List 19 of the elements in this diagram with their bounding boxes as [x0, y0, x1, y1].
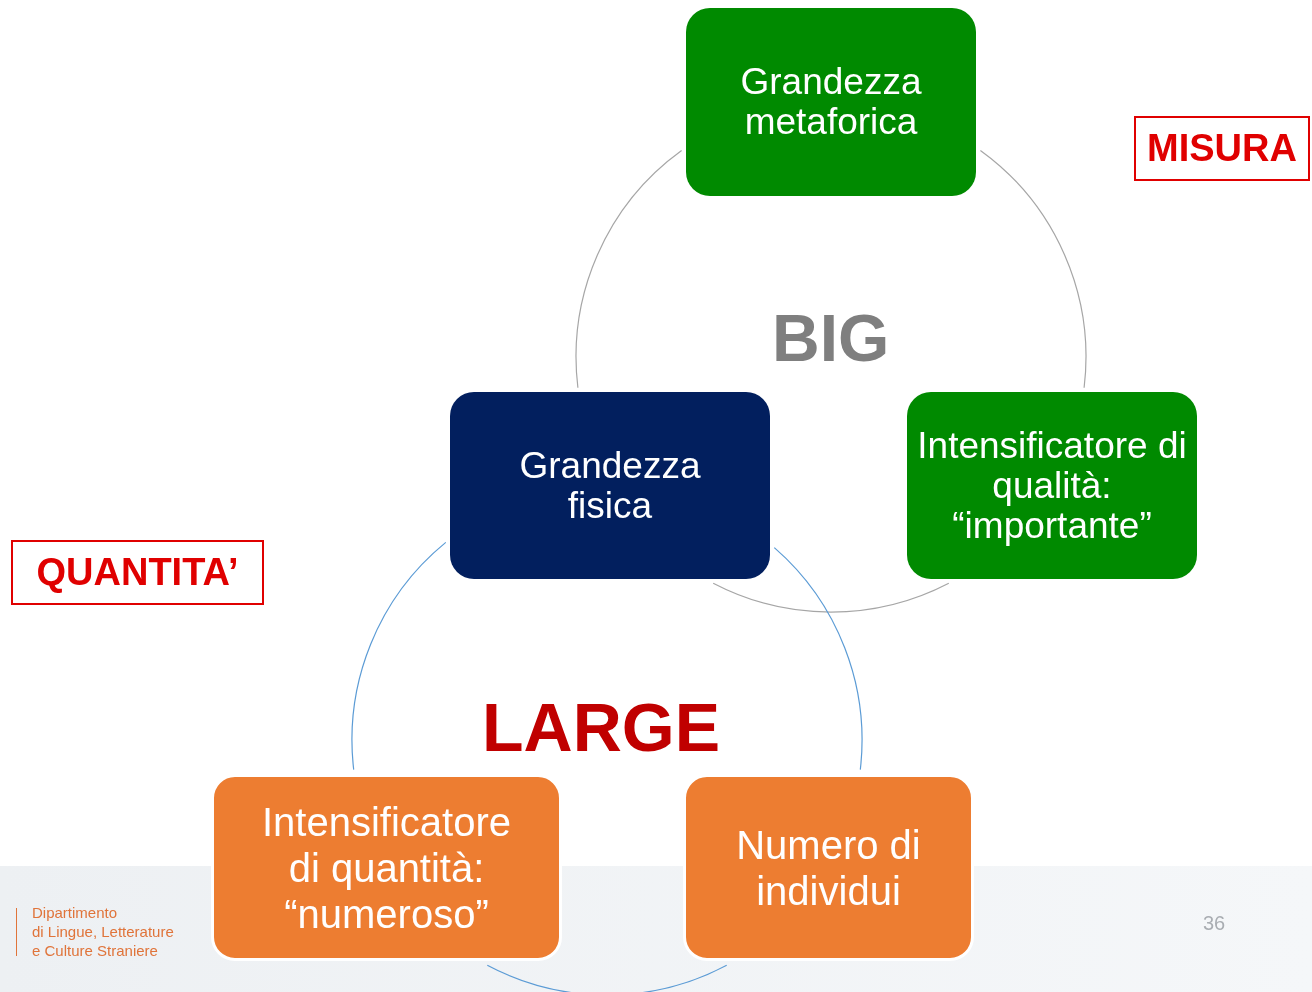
connector-arc	[486, 964, 728, 992]
concept-box: Intensificatore di quantità: “numeroso”	[211, 774, 562, 961]
concept-box: Grandezza fisica	[450, 392, 770, 579]
department-name: di Lingue, Letterature	[32, 923, 174, 940]
connector-arc	[712, 582, 950, 613]
department-name: Dipartimento	[32, 904, 118, 921]
connector-arc	[773, 547, 863, 771]
circle-title: LARGE	[482, 688, 720, 766]
concept-box: Intensificatore di qualità: “importante”	[907, 392, 1197, 579]
department-name: e Culture Straniere	[32, 942, 158, 959]
concept-box: Grandezza metaforica	[686, 8, 976, 196]
connector-arc	[979, 149, 1087, 389]
connector-arc	[575, 149, 683, 389]
category-tag: QUANTITA’	[11, 540, 264, 605]
page-number: 36	[1203, 912, 1226, 935]
category-tag: MISURA	[1134, 116, 1310, 181]
circle-title: BIG	[772, 300, 890, 376]
connector-arc	[351, 541, 447, 771]
concept-box: Numero di individui	[683, 774, 974, 961]
